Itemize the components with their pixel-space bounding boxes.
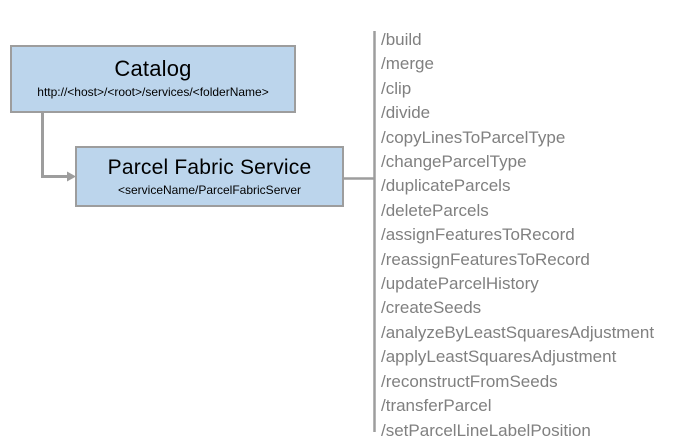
operation-item[interactable]: /copyLinesToParcelType <box>381 127 566 147</box>
operation-item[interactable]: /transferParcel <box>381 396 492 416</box>
operation-item[interactable]: /reassignFeaturesToRecord <box>381 249 590 269</box>
operation-item[interactable]: /assignFeaturesToRecord <box>381 225 575 245</box>
node-parcel-fabric-service-subtitle: <serviceName/ParcelFabricServer <box>117 182 302 197</box>
operation-item[interactable]: /reconstructFromSeeds <box>381 371 558 391</box>
connector-catalog-to-parcel-fabric-service <box>41 113 67 178</box>
operation-item[interactable]: /merge <box>381 54 434 74</box>
operation-item[interactable]: /divide <box>381 103 431 123</box>
operations-list: /build/merge/clip/divide/copyLinesToParc… <box>381 28 686 443</box>
arrowhead-icon <box>67 171 76 182</box>
node-parcel-fabric-service-title: Parcel Fabric Service <box>107 155 312 179</box>
operation-item[interactable]: /createSeeds <box>381 298 482 318</box>
operation-item[interactable]: /changeParcelType <box>381 152 527 172</box>
operation-item[interactable]: /duplicateParcels <box>381 176 511 196</box>
operation-item[interactable]: /clip <box>381 78 412 98</box>
node-catalog[interactable]: Catalog http://<host>/<root>/services/<f… <box>10 45 296 113</box>
operation-item[interactable]: /analyzeByLeastSquaresAdjustment <box>381 322 655 342</box>
node-catalog-title: Catalog <box>114 56 192 81</box>
operation-item[interactable]: /deleteParcels <box>381 200 489 220</box>
operation-item[interactable]: /build <box>381 30 422 49</box>
node-catalog-subtitle: http://<host>/<root>/services/<folderNam… <box>37 85 269 99</box>
operation-item[interactable]: /updateParcelHistory <box>381 274 539 294</box>
node-parcel-fabric-service[interactable]: Parcel Fabric Service <serviceName/Parce… <box>75 146 344 207</box>
operation-item[interactable]: /setParcelLineLabelPosition <box>381 420 591 440</box>
operation-item[interactable]: /applyLeastSquaresAdjustment <box>381 347 617 367</box>
